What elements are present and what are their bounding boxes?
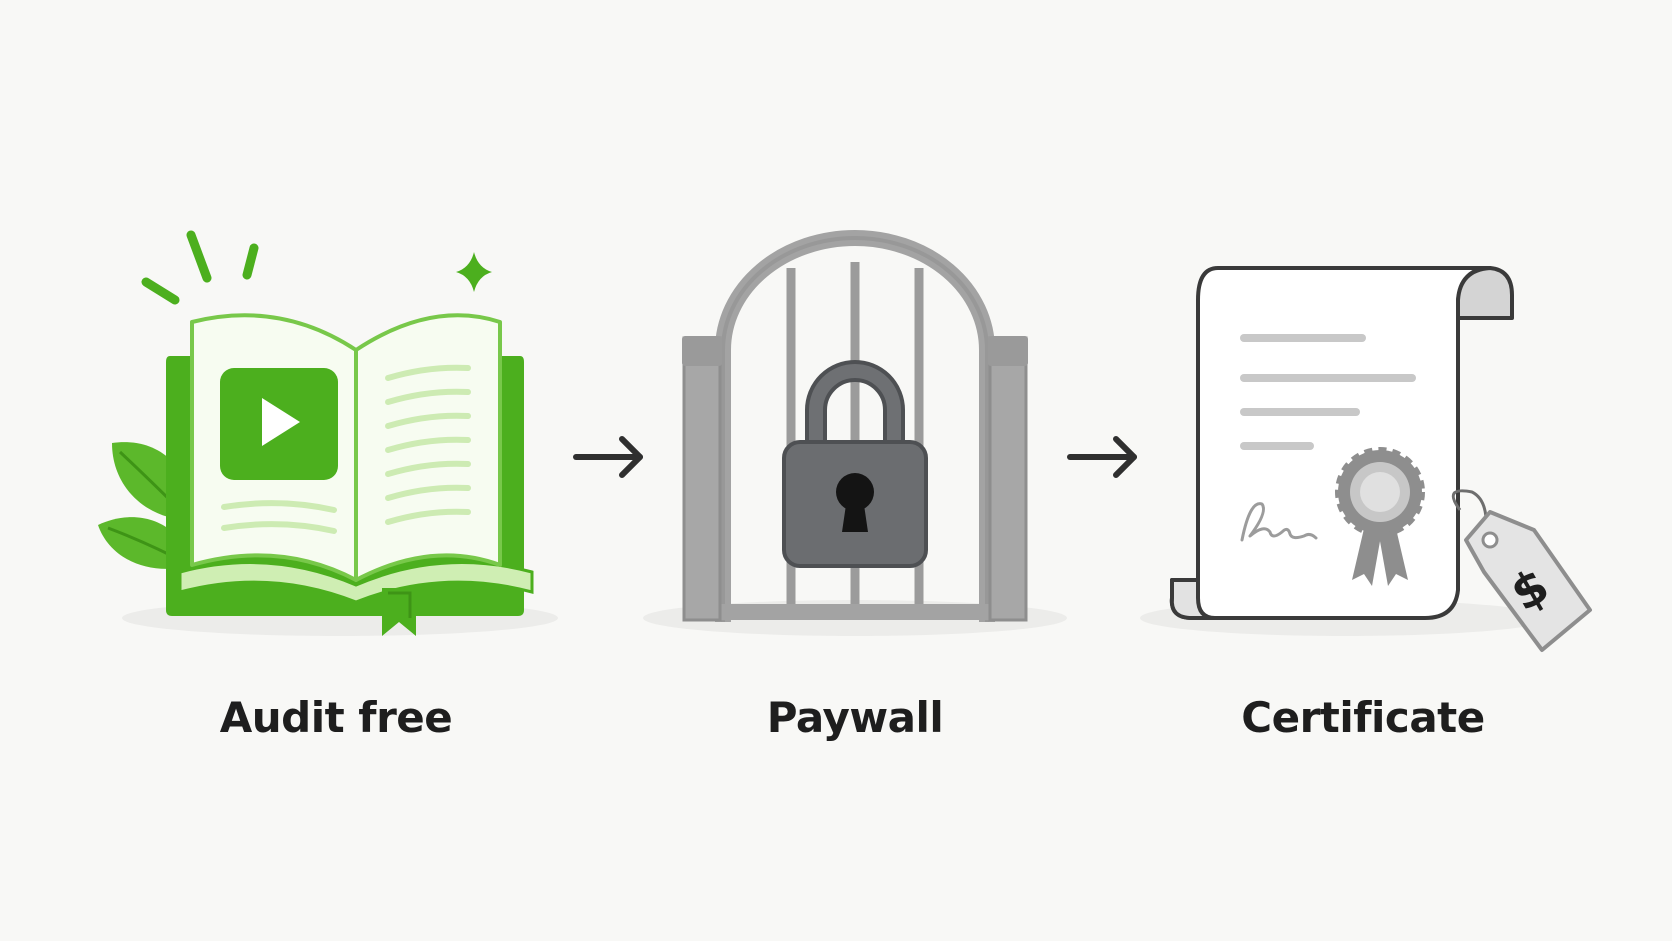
step-label-paywall: Paywall xyxy=(766,693,944,742)
price-tag-icon xyxy=(1451,489,1592,652)
open-book-video-icon xyxy=(98,230,558,636)
certificate-price-tag-icon xyxy=(1140,266,1592,652)
sparkle-rays-icon xyxy=(141,230,259,305)
signature-icon xyxy=(1240,502,1318,542)
sparkle-star-icon xyxy=(456,252,492,292)
step-label-audit-free: Audit free xyxy=(219,693,453,742)
padlock-icon xyxy=(782,360,928,568)
seal-ribbon-icon xyxy=(1335,447,1425,586)
arrow-right-icon xyxy=(1067,436,1137,478)
step-label-certificate: Certificate xyxy=(1241,693,1485,742)
arrow-right-icon xyxy=(573,436,643,478)
locked-gate-icon xyxy=(643,230,1067,636)
bookmark-ribbon-icon xyxy=(382,588,416,636)
